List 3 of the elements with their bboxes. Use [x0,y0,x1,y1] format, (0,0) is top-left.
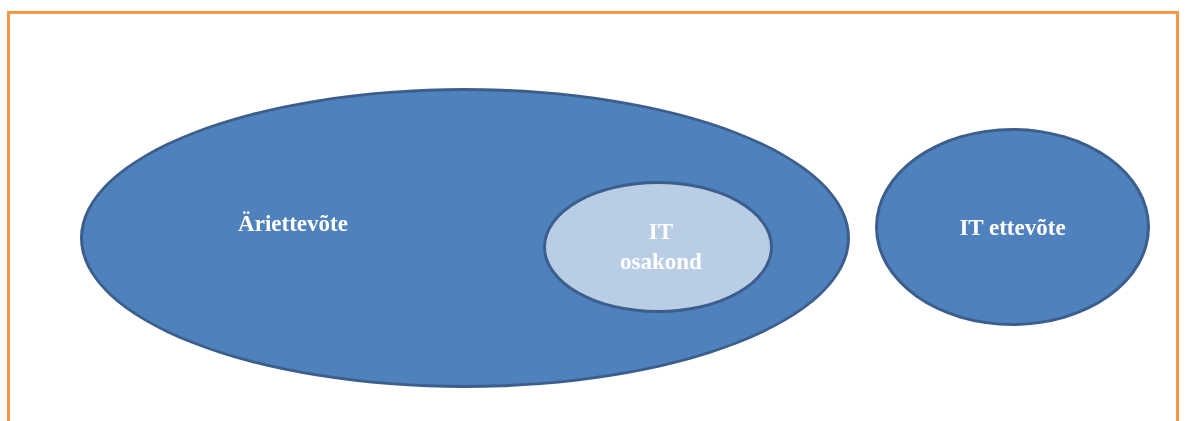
node-label: Äriettevõte [237,210,349,238]
node-label: IT ettevõte [958,214,1067,242]
node-label: IT osakond [619,218,703,276]
